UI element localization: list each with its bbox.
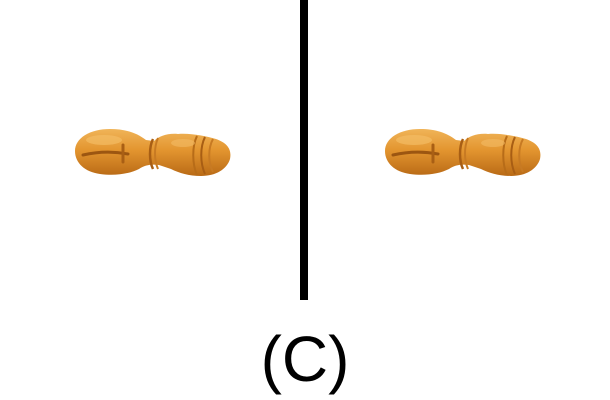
- left-pawn-icon: [65, 115, 235, 185]
- right-pawn-icon: [375, 115, 545, 185]
- right-pawn-graphic: [385, 129, 541, 176]
- left-pawn-graphic: [75, 129, 231, 176]
- panel-divider: [300, 0, 308, 300]
- figure-caption: (C): [260, 323, 350, 395]
